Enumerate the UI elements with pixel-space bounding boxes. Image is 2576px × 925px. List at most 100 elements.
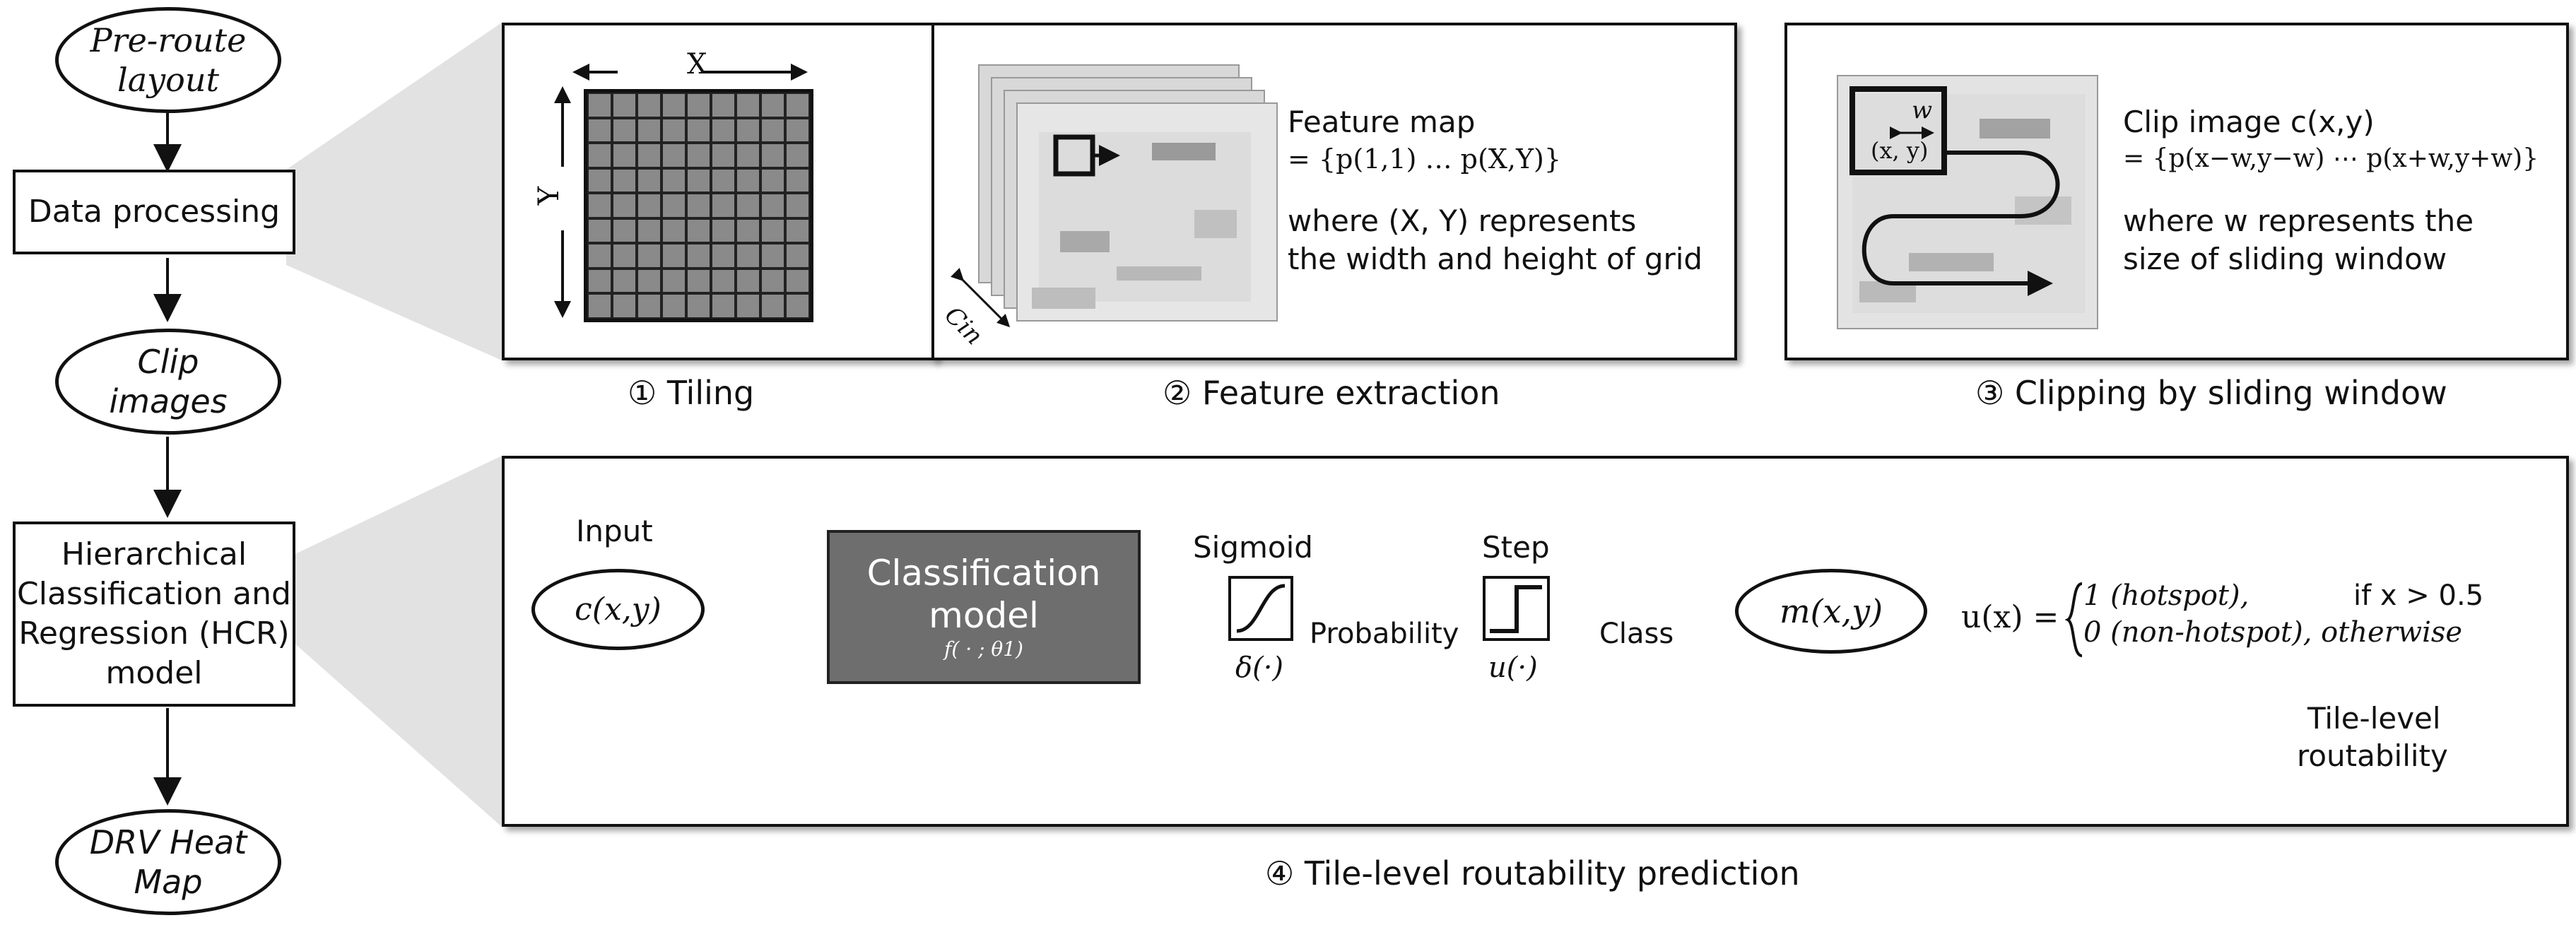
tile-cell [688, 194, 710, 217]
tile-cell [688, 269, 710, 293]
tile-cell [663, 194, 685, 217]
tile-cell [688, 144, 710, 167]
tile-cell [762, 269, 784, 293]
tile-cell [712, 295, 734, 317]
tile-cell [787, 295, 808, 317]
tile-cell [762, 169, 784, 192]
tile-cell [589, 119, 611, 142]
tile-cell [787, 194, 808, 217]
feature-overlay [951, 134, 1120, 328]
node-drv-heatmap: DRV Heat Map [55, 809, 281, 915]
tile-cell [737, 295, 759, 317]
model-func: f( · ; θ1) [944, 637, 1023, 661]
tile-cell [762, 94, 784, 117]
equation-cond1: if x > 0.5 [2353, 579, 2484, 612]
node-preroute-layout: Pre-route layout [55, 7, 281, 113]
tile-cell [712, 119, 734, 142]
model-line1: Classification [866, 553, 1101, 594]
tile-grid [584, 89, 813, 322]
step-box [1483, 576, 1550, 641]
tile-cell [712, 244, 734, 267]
tile-cell [663, 244, 685, 267]
node-hcr-line3: Regression (HCR) [18, 615, 290, 652]
node-drv-line2: Map [134, 863, 203, 901]
tile-cell [663, 144, 685, 167]
probability-label: Probability [1310, 618, 1459, 650]
tile-cell [787, 169, 808, 192]
tile-cell [737, 244, 759, 267]
equation-case2: 0 (non-hotspot), otherwise [2083, 616, 2463, 649]
tile-cell [638, 244, 660, 267]
tile-cell [589, 194, 611, 217]
tiling-axes [554, 64, 808, 318]
feature-window-box [1053, 134, 1095, 177]
clip-image-formula: = {p(x−w,y−w) ⋯ p(x+w,y+w)} [2123, 144, 2539, 173]
tile-cell [613, 295, 635, 317]
cin-arrow [951, 268, 1011, 328]
tile-cell [712, 94, 734, 117]
tile-cell [737, 119, 759, 142]
node-hcr-model: Hierarchical Classification and Regressi… [13, 522, 295, 707]
sigmoid-box [1228, 576, 1293, 641]
tile-cell [613, 269, 635, 293]
feature-layer-front [1016, 102, 1278, 322]
tile-cell [737, 144, 759, 167]
tile-cell [712, 169, 734, 192]
panel-clipping: w (x, y) Clip image c(x,y) = {p(x−w,y−w)… [1784, 23, 2569, 360]
step-label: Step [1482, 530, 1550, 565]
tile-cell [762, 194, 784, 217]
tile-level-line2: routability [2297, 738, 2448, 773]
tile-cell [712, 194, 734, 217]
input-node-label: c(x,y) [575, 591, 661, 628]
funnel-top [286, 23, 502, 360]
caption-clipping: ③ Clipping by sliding window [1975, 374, 2447, 412]
classification-model-box: Classification model f( · ; θ1) [827, 530, 1141, 684]
tile-cell [688, 119, 710, 142]
clip-image-title: Clip image c(x,y) [2123, 105, 2375, 139]
tile-cell [688, 94, 710, 117]
tile-cell [737, 169, 759, 192]
feature-map-texture [1032, 132, 1251, 309]
tile-cell [787, 244, 808, 267]
clip-image-desc2: size of sliding window [2123, 242, 2447, 276]
tile-cell [762, 119, 784, 142]
node-data-processing-label: Data processing [28, 194, 281, 230]
tile-cell [613, 119, 635, 142]
step-function-icon [1490, 585, 1542, 633]
sliding-path [1862, 151, 2060, 296]
funnel-bottom [286, 456, 502, 827]
tile-cell [787, 144, 808, 167]
tile-cell [688, 169, 710, 192]
node-clip-images: Clip images [55, 329, 281, 435]
tile-cell [589, 144, 611, 167]
node-preroute-line2: layout [117, 61, 219, 99]
tile-cell [737, 219, 759, 242]
w-label: w [1912, 96, 1933, 124]
tile-cell [589, 94, 611, 117]
output-node-label: m(x,y) [1779, 592, 1883, 630]
tile-cell [638, 295, 660, 317]
node-hcr-line2: Classification and [17, 576, 291, 612]
tile-cell [663, 119, 685, 142]
sigmoid-label: Sigmoid [1193, 530, 1313, 565]
tile-cell [613, 219, 635, 242]
panel-feature-extraction: Cin Feature map = {p(1,1) … p(X,Y)} wher… [931, 23, 1737, 360]
tile-cell [589, 169, 611, 192]
tile-cell [638, 94, 660, 117]
sigmoid-func: δ(·) [1235, 652, 1284, 684]
xy-label: (x, y) [1871, 137, 1929, 164]
tile-cell [613, 194, 635, 217]
tile-cell [712, 219, 734, 242]
tile-level-line1: Tile-level [2307, 701, 2441, 736]
feature-map-desc1: where (X, Y) represents [1288, 204, 1637, 238]
tile-cell [613, 244, 635, 267]
tile-cell [589, 244, 611, 267]
node-hcr-line1: Hierarchical [61, 536, 247, 572]
input-label: Input [576, 514, 653, 548]
model-line2: model [929, 595, 1039, 636]
tile-cell [787, 119, 808, 142]
node-clip-line2: images [109, 382, 228, 420]
tile-cell [638, 144, 660, 167]
tile-cell [762, 295, 784, 317]
